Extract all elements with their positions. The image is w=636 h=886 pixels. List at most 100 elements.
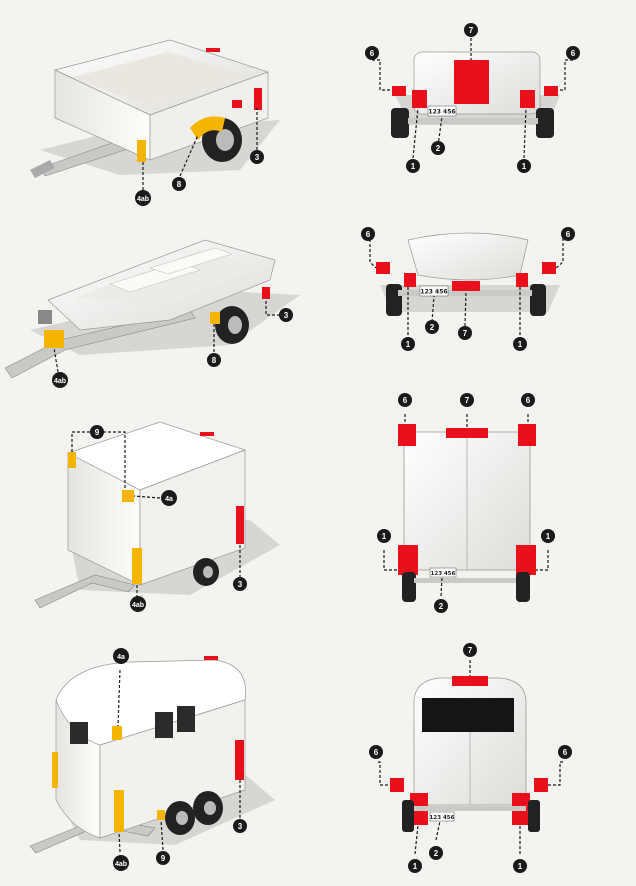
callout-panel3-rear-3: 1 bbox=[377, 529, 391, 543]
callout-panel3-side-2: 3 bbox=[233, 577, 247, 591]
cargo-trailer-side-view bbox=[34, 421, 280, 609]
drawbar bbox=[34, 574, 136, 609]
license-plate bbox=[429, 811, 455, 822]
callout-dot bbox=[113, 855, 129, 871]
callout-dot bbox=[541, 529, 555, 543]
callout-dot bbox=[377, 529, 391, 543]
callout-panel2-rear-1: 6 bbox=[561, 227, 575, 241]
callout-label: 6 bbox=[403, 396, 408, 405]
callout-panel1-rear-2: 6 bbox=[566, 46, 580, 60]
callouts: 4ab 8 3 7 6 6 1 2 1 4ab 8 3 6 6 1 2 7 1 … bbox=[52, 23, 580, 873]
callout-label: 7 bbox=[465, 396, 470, 405]
rear-left-lamp bbox=[398, 545, 418, 575]
left-tire bbox=[402, 572, 416, 602]
rear-axle bbox=[414, 806, 526, 811]
callout-label: 3 bbox=[238, 580, 243, 589]
callout-dot bbox=[425, 320, 439, 334]
rear-left-lamp bbox=[404, 273, 416, 287]
license-plate-text: 123 456 bbox=[428, 109, 455, 116]
callout-panel4-rear-3: 1 bbox=[408, 859, 422, 873]
rear-right-lamp bbox=[516, 273, 528, 287]
top-marker-red bbox=[204, 656, 218, 660]
callout-dot bbox=[52, 372, 68, 388]
callout-panel2-side-2: 3 bbox=[279, 308, 293, 322]
side-marker-amber bbox=[210, 312, 220, 324]
rear-marker-red bbox=[235, 740, 244, 780]
horse-trailer-side-view bbox=[29, 656, 275, 854]
callout-dot bbox=[561, 227, 575, 241]
fender-reflector bbox=[190, 116, 225, 140]
wheel-hub bbox=[228, 316, 242, 334]
box-right-side bbox=[149, 71, 269, 161]
callout-label: 6 bbox=[526, 396, 531, 405]
callout-panel3-rear-5: 2 bbox=[434, 599, 448, 613]
callout-label: 7 bbox=[469, 26, 474, 35]
callout-dot bbox=[431, 141, 445, 155]
callout-label: 2 bbox=[434, 849, 439, 858]
callout-panel4-rear-4: 2 bbox=[429, 846, 443, 860]
box-floor bbox=[70, 52, 250, 105]
callout-dot bbox=[463, 643, 477, 657]
rear-left-outline bbox=[376, 262, 390, 274]
callout-panel4-rear-2: 6 bbox=[558, 745, 572, 759]
callout-dot bbox=[434, 599, 448, 613]
callout-dot bbox=[172, 177, 186, 191]
callout-label: 4ab bbox=[137, 196, 149, 203]
left-tire bbox=[402, 800, 414, 832]
callout-panel2-rear-3: 2 bbox=[425, 320, 439, 334]
callout-dot bbox=[406, 159, 420, 173]
wheel-hub bbox=[203, 566, 213, 578]
callout-panel1-rear-1: 6 bbox=[365, 46, 379, 60]
box-trailer-rear-view: 123 456 bbox=[391, 51, 560, 138]
callout-dot bbox=[361, 227, 375, 241]
callout-label: 6 bbox=[563, 748, 568, 757]
callout-panel2-rear-5: 1 bbox=[513, 337, 527, 351]
callout-label: 1 bbox=[518, 862, 523, 871]
callout-dot bbox=[521, 393, 535, 407]
callout-panel2-rear-2: 1 bbox=[401, 337, 415, 351]
callout-dot bbox=[513, 337, 527, 351]
right-tire bbox=[530, 284, 546, 316]
callout-panel2-rear-4: 7 bbox=[458, 326, 472, 340]
left-tire bbox=[386, 284, 402, 316]
box-trailer-side-view bbox=[30, 39, 280, 178]
front-window bbox=[70, 722, 88, 744]
callout-label: 2 bbox=[436, 144, 441, 153]
callout-panel2-side-0: 4ab bbox=[52, 372, 68, 388]
callout-dot bbox=[279, 308, 293, 322]
left-tire bbox=[391, 108, 409, 138]
rear-axle bbox=[398, 290, 532, 296]
callout-panel4-rear-5: 1 bbox=[513, 859, 527, 873]
top-marker-amber bbox=[68, 452, 76, 468]
license-plate-text: 123 456 bbox=[430, 815, 455, 821]
callout-dot bbox=[233, 577, 247, 591]
top-marker-amber bbox=[112, 726, 122, 740]
side-window bbox=[177, 706, 195, 732]
callout-panel2-side-1: 8 bbox=[207, 353, 221, 367]
right-tire bbox=[536, 108, 554, 138]
right-tire bbox=[528, 800, 540, 832]
callout-panel1-rear-3: 1 bbox=[406, 159, 420, 173]
callout-panel3-rear-0: 6 bbox=[398, 393, 412, 407]
callout-dot bbox=[398, 393, 412, 407]
callout-dot bbox=[161, 490, 177, 506]
license-plate-text: 123 456 bbox=[420, 289, 447, 296]
callout-label: 6 bbox=[370, 49, 375, 58]
side-window bbox=[155, 712, 173, 738]
callout-label: 6 bbox=[366, 230, 371, 239]
rear-right-outline bbox=[534, 778, 548, 792]
callout-label: 3 bbox=[284, 311, 289, 320]
callout-dot bbox=[513, 859, 527, 873]
callout-label: 9 bbox=[161, 854, 166, 863]
rear-lamp-red bbox=[232, 100, 242, 108]
callout-leaders bbox=[53, 38, 573, 855]
callout-panel4-side-3: 3 bbox=[233, 819, 247, 833]
callout-dot bbox=[365, 46, 379, 60]
callout-label: 4ab bbox=[132, 602, 144, 609]
callout-dot bbox=[429, 846, 443, 860]
top-marker-red bbox=[200, 432, 214, 436]
callout-panel3-side-0: 9 bbox=[90, 425, 104, 439]
callout-label: 7 bbox=[468, 646, 473, 655]
rear-lamp-red bbox=[262, 287, 270, 299]
